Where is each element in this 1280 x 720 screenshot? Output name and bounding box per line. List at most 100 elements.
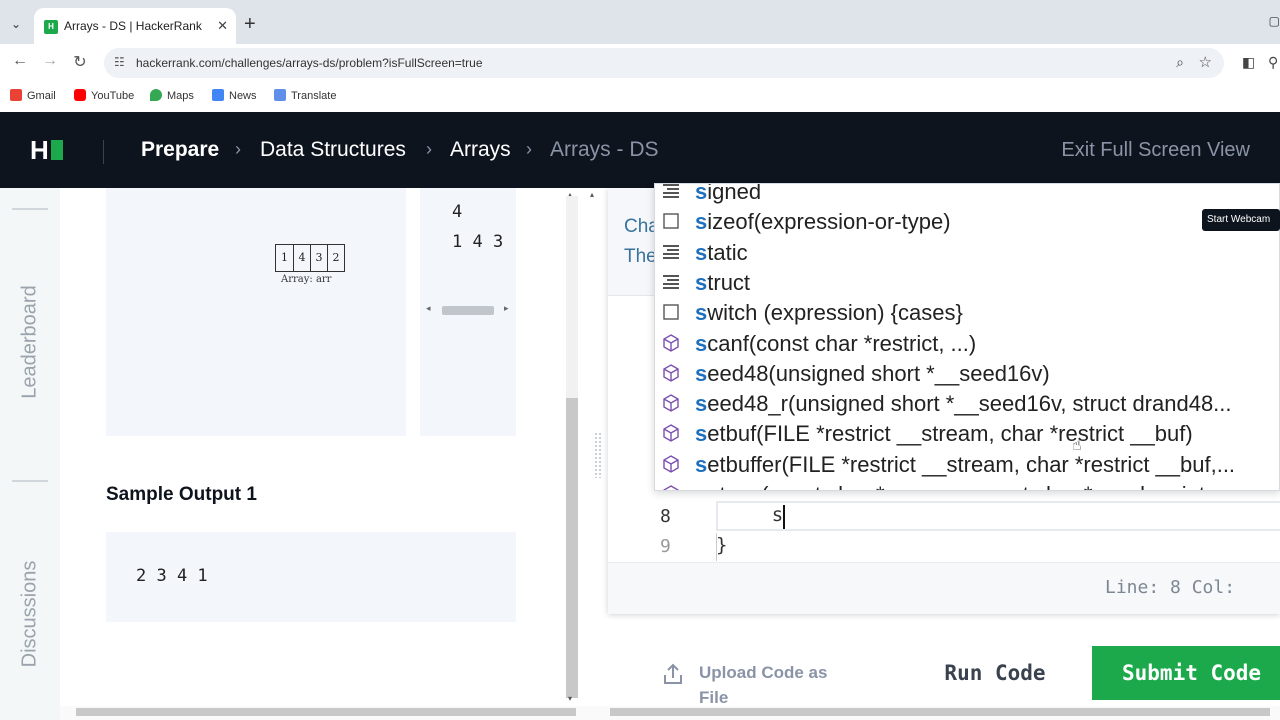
start-webcam-button[interactable]: Start Webcam: [1202, 209, 1280, 231]
suggestion-label: sizeof(expression-or-type): [695, 209, 951, 235]
discussions-tab[interactable]: Discussions: [18, 560, 41, 668]
snippet-square-icon: [663, 213, 679, 229]
url-omnibox[interactable]: ☷ hackerrank.com/challenges/arrays-ds/pr…: [104, 48, 1224, 78]
suggestion-label: setbuffer(FILE *restrict __stream, char …: [695, 452, 1235, 478]
tab-close-icon[interactable]: ✕: [217, 18, 228, 33]
breadcrumb-arrays[interactable]: Arrays: [450, 138, 511, 161]
browser-tab-strip: ⌄ H Arrays - DS | HackerRank ✕ + ▢: [0, 0, 1280, 48]
keyword-lines-icon: [663, 244, 679, 259]
sample-input-scrollbar[interactable]: ◂ ▸: [426, 303, 514, 316]
array-cell: 1: [281, 251, 288, 264]
suggestion-label: setbuf(FILE *restrict __stream, char *re…: [695, 421, 1193, 447]
url-text[interactable]: hackerrank.com/challenges/arrays-ds/prob…: [136, 56, 483, 70]
scroll-down-arrow-icon[interactable]: ▾: [568, 694, 573, 703]
hackerrank-logo[interactable]: H: [30, 137, 63, 163]
suggestion-label: static: [695, 240, 748, 266]
extension-icon[interactable]: ⚲: [1268, 54, 1279, 70]
scroll-up-arrow-icon[interactable]: ▴: [568, 190, 573, 199]
line-number: 9: [660, 536, 671, 557]
function-cube-icon: [663, 394, 679, 412]
suggestion-rest: eed48_r(unsigned short *__seed16v, struc…: [707, 391, 1232, 417]
reload-icon[interactable]: ↻: [73, 54, 87, 71]
suggestion-label: scanf(const char *restrict, ...): [695, 331, 976, 357]
problem-panel-scrollbar[interactable]: ▴ ▾: [563, 188, 585, 708]
nav-divider: [12, 480, 48, 482]
suggestion-item[interactable]: seed48(unsigned short *__seed16v): [655, 358, 1279, 388]
bookmarks-bar: Gmail YouTube Maps News Translate: [0, 82, 1280, 112]
sample-output-value: 2 3 4 1: [136, 566, 208, 586]
suggestion-match: s: [695, 239, 708, 265]
code-line-8[interactable]: s: [726, 504, 784, 526]
function-cube-icon: [663, 485, 679, 490]
suggestion-rest: canf(const char *restrict, ...): [707, 330, 977, 356]
line-number: 8: [660, 506, 671, 527]
suggestion-item[interactable]: setbuf(FILE *restrict __stream, char *re…: [655, 418, 1279, 448]
suggestion-item[interactable]: sizeof(expression-or-type): [655, 206, 1279, 236]
exit-full-screen-link[interactable]: Exit Full Screen View: [1061, 139, 1250, 161]
bookmark-youtube[interactable]: YouTube: [74, 89, 134, 102]
side-panel-icon[interactable]: ◧: [1242, 54, 1256, 70]
bookmark-star-icon[interactable]: ☆: [1198, 54, 1212, 71]
suggestion-label: seed48(unsigned short *__seed16v): [695, 361, 1050, 387]
active-line-highlight[interactable]: [716, 501, 1280, 531]
breadcrumb-chevron-icon: ›: [235, 139, 241, 159]
page-horizontal-scrollbar[interactable]: [60, 706, 1280, 720]
suggestion-match: s: [695, 421, 708, 447]
suggestion-match: s: [695, 183, 708, 204]
run-code-button[interactable]: Run Code: [912, 646, 1078, 700]
active-tab[interactable]: H Arrays - DS | HackerRank ✕: [34, 8, 236, 48]
scrollbar-thumb[interactable]: [442, 306, 494, 315]
scrollbar-thumb[interactable]: [610, 708, 1270, 716]
suggestion-item[interactable]: struct: [655, 267, 1279, 297]
bookmark-translate[interactable]: Translate: [274, 89, 336, 102]
upload-code-button[interactable]: Upload Code as File: [662, 660, 842, 707]
sample-output-title: Sample Output 1: [106, 484, 257, 505]
new-tab-plus-icon[interactable]: +: [244, 13, 256, 35]
suggestion-item[interactable]: signed: [655, 183, 1279, 206]
scrollbar-thumb[interactable]: [76, 708, 576, 716]
tab-search-chevron-icon[interactable]: ⌄: [10, 17, 22, 31]
bookmark-gmail[interactable]: Gmail: [10, 89, 56, 102]
window-maximize-icon[interactable]: ▢: [1268, 14, 1280, 28]
sample-input-box: 4 1 4 3 ◂ ▸: [420, 188, 516, 436]
news-icon: [212, 89, 224, 101]
suggestion-item[interactable]: static: [655, 237, 1279, 267]
suggestion-item[interactable]: switch (expression) {cases}: [655, 297, 1279, 327]
splitter-grip-icon[interactable]: [594, 432, 602, 478]
youtube-icon: [74, 89, 86, 101]
suggestion-label: signed: [695, 183, 762, 205]
snippet-square-icon: [663, 304, 679, 320]
breadcrumb-prepare[interactable]: Prepare: [141, 138, 220, 161]
site-info-icon[interactable]: ☷: [114, 55, 125, 69]
scrollbar-thumb[interactable]: [566, 398, 578, 698]
nav-divider: [12, 208, 48, 210]
suggestion-rest: truct: [707, 269, 751, 295]
logo-green-block-icon: [50, 140, 63, 160]
suggestion-label: switch (expression) {cases}: [695, 300, 963, 326]
panel-splitter[interactable]: ▴: [588, 188, 608, 708]
splitter-up-arrow-icon[interactable]: ▴: [590, 190, 595, 199]
suggestion-label: setenv(const char *__name, const char *_…: [695, 482, 1205, 490]
keyword-lines-icon: [663, 184, 679, 198]
tab-title: Arrays - DS | HackerRank: [64, 19, 202, 33]
suggestion-item[interactable]: setenv(const char *__name, const char *_…: [655, 479, 1279, 490]
scroll-right-arrow-icon[interactable]: ▸: [504, 303, 509, 313]
forward-arrow-icon[interactable]: →: [42, 52, 58, 69]
suggestion-rest: igned: [707, 183, 762, 204]
back-arrow-icon[interactable]: ←: [12, 52, 28, 69]
suggestion-item[interactable]: setbuffer(FILE *restrict __stream, char …: [655, 449, 1279, 479]
scroll-left-arrow-icon[interactable]: ◂: [426, 303, 431, 313]
bookmark-news[interactable]: News: [212, 89, 257, 102]
submit-code-button[interactable]: Submit Code: [1092, 646, 1280, 700]
breadcrumb-data-structures[interactable]: Data Structures: [260, 138, 406, 161]
leaderboard-tab[interactable]: Leaderboard: [18, 285, 41, 399]
suggestion-item[interactable]: seed48_r(unsigned short *__seed16v, stru…: [655, 388, 1279, 418]
bookmark-maps[interactable]: Maps: [150, 89, 194, 102]
function-cube-icon: [663, 454, 679, 473]
hackerrank-header: H Prepare › Data Structures › Arrays › A…: [0, 112, 1280, 188]
suggestion-rest: izeof(expression-or-type): [707, 209, 951, 235]
zoom-magnifier-icon[interactable]: ⌕: [1176, 54, 1184, 70]
suggestion-item[interactable]: scanf(const char *restrict, ...): [655, 328, 1279, 358]
sample-output-box: 2 3 4 1: [106, 532, 516, 622]
code-line-9[interactable]: }: [716, 534, 728, 556]
